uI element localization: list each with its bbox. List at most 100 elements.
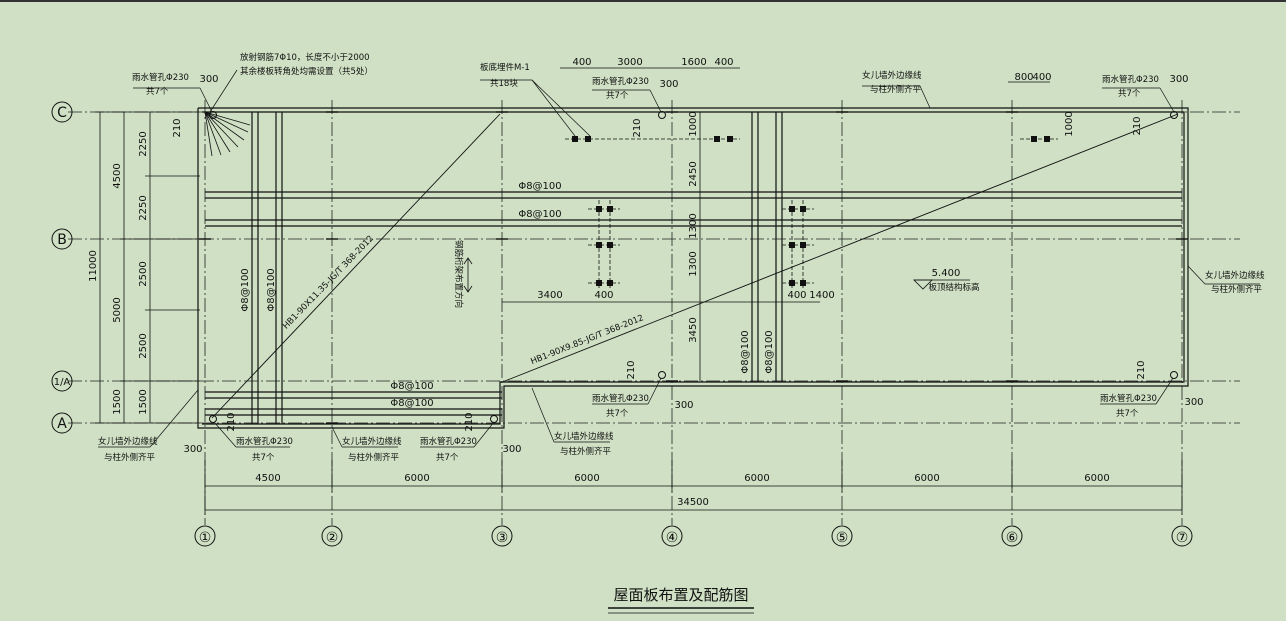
drawing-title: 屋面板布置及配筋图 [613,586,748,604]
axis-label-6: ⑥ [1006,530,1019,546]
slab-diagonals [211,113,1179,419]
dim-top-400-a: 400 [572,57,591,68]
dim-mid-1300-a: 1300 [688,213,699,238]
rebar-label-v3: Φ8@100 [740,330,751,373]
dim-left-5000: 5000 [112,297,123,322]
axis-label-A: A [57,416,67,432]
columns [199,111,1188,424]
double-arrow-icon [463,257,473,293]
note-drain-tl: 雨水管孔Φ230 [132,72,189,83]
note-parapet-right: 女儿墙外边缘线 [1205,270,1265,281]
note-radial-2: 其余楼板转角处均需设置（共5处） [240,66,373,77]
dimension-lines [95,67,1183,515]
edge-300-t4: 300 [659,79,678,90]
note-plate-2: 共18块 [490,78,518,89]
note-drain-bl: 雨水管孔Φ230 [236,436,293,447]
note-parapet-b3: 女儿墙外边缘线 [554,431,614,442]
edge-210-bl: 210 [226,412,237,431]
dim-top-800: 800 [1014,72,1033,83]
dim-6000-e: 6000 [1084,473,1109,484]
edge-210-b3: 210 [464,412,475,431]
dim-4500: 4500 [255,473,280,484]
dim-mid-400-b: 400 [787,290,806,301]
note-drain-b3-count: 共7个 [436,453,459,463]
axis-label-4: ④ [666,530,679,546]
note-drain-b4: 雨水管孔Φ230 [592,393,649,404]
elevation-note: 板顶结构标高 [928,282,979,293]
dim-left-2500-a: 2500 [138,261,149,286]
note-parapet-top: 女儿墙外边缘线 [862,70,922,81]
edge-210-tl: 210 [172,118,183,137]
dim-left-1500-b: 1500 [138,389,149,414]
note-plate-1: 板底埋件M-1 [480,62,530,73]
axis-label-C: C [57,105,67,121]
dim-mid-1400: 1400 [809,290,834,301]
dim-left-1500: 1500 [112,389,123,414]
dim-mid-3400: 3400 [537,290,562,301]
rebar-label-1: Φ8@100 [518,181,561,192]
dim-mid-1300-b: 1300 [688,251,699,276]
note-drain-b4-count: 共7个 [606,409,629,419]
rebar-label-v2: Φ8@100 [266,268,277,311]
elevation-value: 5.400 [932,268,961,279]
edge-210-br: 210 [1136,360,1147,379]
note-drain-t4: 雨水管孔Φ230 [592,76,649,87]
note-radial-1: 放射钢筋7Φ10，长度不小于2000 [240,52,370,63]
rebar-label-2: Φ8@100 [518,209,561,220]
note-drain-br-count: 共7个 [1116,409,1139,419]
dim-6000-a: 6000 [404,473,429,484]
dim-top-400-b: 400 [714,57,733,68]
edge-300-tr: 300 [1169,74,1188,85]
plate-lines [565,138,1058,290]
dim-left-4500: 4500 [112,163,123,188]
note-parapet-b2-2: 与柱外侧齐平 [348,452,400,463]
edge-300-bl: 300 [183,444,202,455]
dim-mid-400-a: 400 [594,290,613,301]
rebar-label-3: Φ8@100 [390,381,433,392]
dim-top-1600: 1600 [681,57,706,68]
axis-label-2: ② [326,530,339,546]
note-drain-bl-count: 共7个 [252,453,275,463]
note-drain-tr: 雨水管孔Φ230 [1102,74,1159,85]
dim-6000-c: 6000 [744,473,769,484]
edge-300-tl: 300 [199,74,218,85]
dim-mid-2450: 2450 [688,161,699,186]
dim-6000-b: 6000 [574,473,599,484]
slab-outline [197,107,1189,429]
note-drain-tr-count: 共7个 [1118,89,1141,99]
note-drain-tl-count: 共7个 [146,87,169,97]
axis-label-5: ⑤ [836,530,849,546]
dim-total: 34500 [677,497,709,508]
note-drain-b3: 雨水管孔Φ230 [420,436,477,447]
edge-210-t4: 210 [632,118,643,137]
dim-left-2500-b: 2500 [138,333,149,358]
axis-label-7: ⑦ [1176,530,1189,546]
edge-300-b4: 300 [674,400,693,411]
dim-left-2250-b: 2250 [138,195,149,220]
elevation-icon [913,279,933,290]
axis-label-1: ① [199,530,212,546]
note-parapet-b3-2: 与柱外侧齐平 [560,446,612,457]
note-parapet-bl: 女儿墙外边缘线 [98,436,158,447]
edge-210-b4: 210 [626,360,637,379]
axis-label-B: B [57,232,67,248]
edge-300-br: 300 [1184,397,1203,408]
note-parapet-right-2: 与柱外侧齐平 [1211,284,1263,295]
note-drain-br: 雨水管孔Φ230 [1100,393,1157,404]
axis-bubbles [51,101,1193,547]
note-parapet-b2: 女儿墙外边缘线 [342,436,402,447]
rebar-label-4: Φ8@100 [390,398,433,409]
axis-label-3: ③ [496,530,509,546]
slab-direction-label: 钢筋桁架布置方向 [453,240,464,308]
dim-top-3000: 3000 [617,57,642,68]
rebar-label-v1: Φ8@100 [240,268,251,311]
note-drain-t4-count: 共7个 [606,91,629,101]
dim-left-total: 11000 [88,250,99,282]
edge-300-b3: 300 [502,444,521,455]
dim-left-2250-a: 2250 [138,131,149,156]
radial-bars-icon [204,111,251,157]
leader-lines [98,69,1260,448]
axis-label-1A: 1/A [54,377,71,388]
